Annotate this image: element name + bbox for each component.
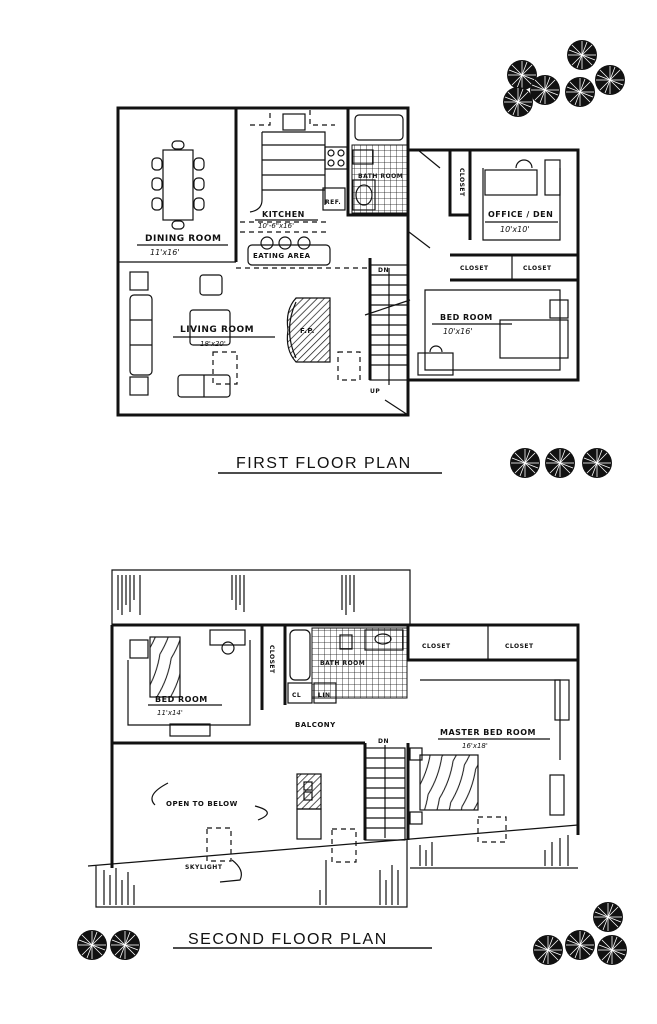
room-label-living-room: LIVING ROOM [180,325,254,335]
first-floor-plan-title: FIRST FLOOR PLAN [236,455,412,472]
room-label-bed-room-first: BED ROOM [440,313,493,322]
skylight-label: SKYLIGHT [185,864,223,871]
second-floor-outer-wall [112,623,580,835]
room-label-bed-room-second: BED ROOM [155,695,208,704]
stair-up-label: UP [370,388,380,395]
second-floor-plan [87,569,580,908]
stair-down-label: DN [378,267,389,274]
tree-icon-group-right [509,447,613,479]
tree-icon-group-bottom-left [76,929,141,961]
room-dims-living-room: 18'x20' [200,340,226,348]
first-floor-plan [116,106,580,417]
stair-down-label-second: DN [378,738,389,745]
room-dims-master-bed-room: 16'x18' [462,742,488,750]
room-dims-bed-room-second: 11'x14' [157,709,183,717]
closet-label-vertical: CLOSET [458,168,465,197]
closet-label-a-second: CLOSET [422,643,451,650]
tree-icon-group-top [502,39,626,118]
lin-label: LIN [318,692,331,699]
room-label-dining-room: DINING ROOM [145,234,221,244]
closet-label-b: CLOSET [523,265,552,272]
closet-label-vertical-second: CLOSET [268,645,275,674]
closet-label-a: CLOSET [460,265,489,272]
cl-label: CL [292,692,301,699]
fireplace-label: F.P. [300,327,315,335]
room-dims-kitchen: 10'-6"x16' [258,222,294,230]
room-label-master-bed-room: MASTER BED ROOM [440,728,536,737]
room-dims-bed-room-first: 10'x16' [443,327,473,336]
room-label-bath-room: BATH ROOM [358,173,403,180]
balcony-label: BALCONY [295,721,336,729]
eating-area-label: EATING AREA [253,252,311,260]
closet-label-b-second: CLOSET [505,643,534,650]
room-label-office-den: OFFICE / DEN [488,210,553,219]
open-to-below-label: OPEN TO BELOW [166,800,238,808]
second-floor-plan-title: SECOND FLOOR PLAN [188,931,388,948]
room-dims-dining-room: 11'x16' [150,248,180,257]
room-label-bath-room-second: BATH ROOM [320,660,365,667]
refrigerator-label: REF. [325,199,341,206]
room-label-kitchen: KITCHEN [262,210,305,219]
room-dims-office-den: 10'x10' [500,225,530,234]
tree-icon-group-bottom-right [532,901,628,966]
right-wing-wall [408,148,580,382]
